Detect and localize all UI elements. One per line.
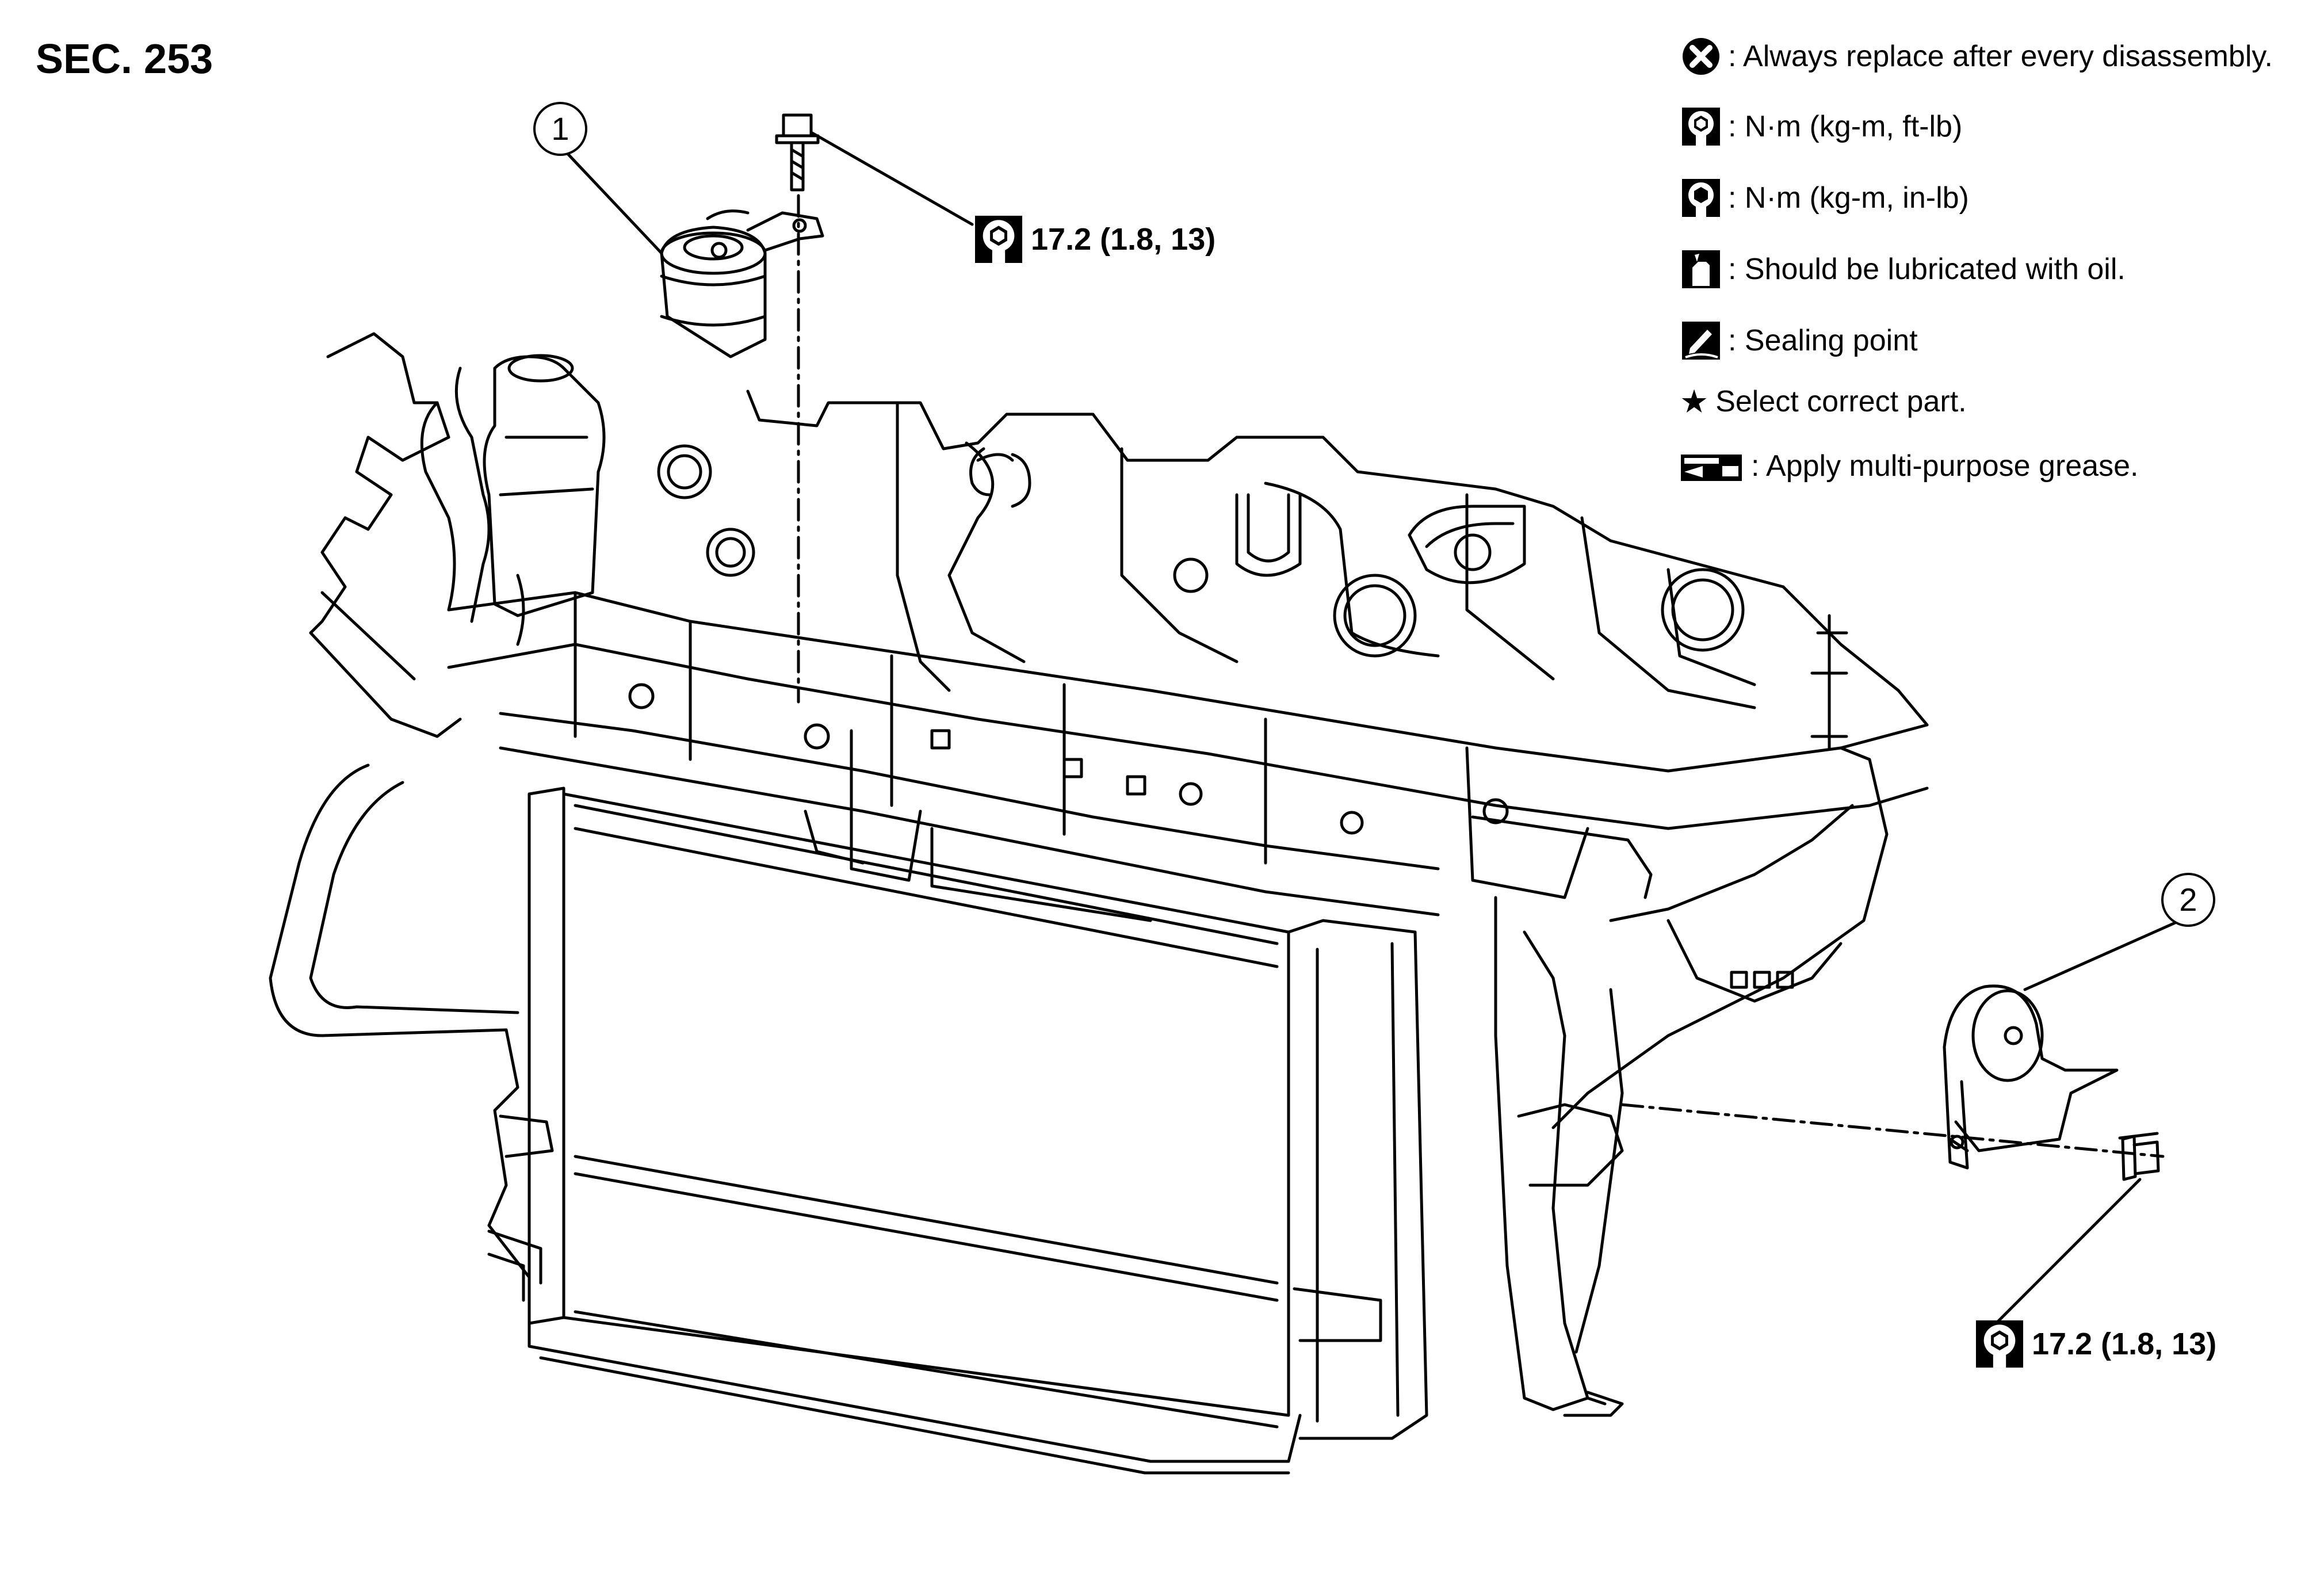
- callout-2: 2: [2161, 873, 2215, 927]
- torque-wrench-icon: [974, 215, 1023, 264]
- engine-block: [657, 390, 1785, 709]
- upper-cross-member: [447, 591, 1929, 922]
- star-icon: ★: [1680, 383, 1709, 419]
- leader-line-lower-torque: [1994, 1178, 2142, 1325]
- right-side-member: [1494, 585, 1929, 1417]
- callout-1: 1: [533, 102, 587, 156]
- torque-wrench-dark-icon: [1682, 179, 1720, 217]
- sealing-pen-icon: [1682, 322, 1720, 360]
- section-title: SEC. 253: [36, 36, 213, 82]
- torque-value-upper: 17.2 (1.8, 13): [1031, 222, 1216, 257]
- legend-item-grease: : Apply multi-purpose grease.: [1680, 443, 2138, 489]
- legend-item-select: ★ Select correct part.: [1680, 379, 1967, 425]
- legend-item-oil: : Should be lubricated with oil.: [1680, 246, 2126, 292]
- legend-text-select: Select correct part.: [1715, 385, 1967, 418]
- condenser: [269, 763, 1428, 1475]
- grease-icon: [1681, 455, 1742, 481]
- legend-text-grease: : Apply multi-purpose grease.: [1751, 449, 2139, 483]
- leader-line-1: [562, 148, 663, 255]
- coolant-reservoir: [483, 354, 606, 646]
- torque-value-lower: 17.2 (1.8, 13): [2032, 1327, 2217, 1361]
- legend-item-torque-inlb: : N·m (kg-m, in-lb): [1680, 175, 1969, 221]
- torque-spec-upper: 17.2 (1.8, 13): [972, 213, 1215, 266]
- torque-spec-lower: 17.2 (1.8, 13): [1973, 1318, 2216, 1370]
- legend-item-torque-ftlb: : N·m (kg-m, ft-lb): [1680, 104, 1962, 150]
- torque-wrench-icon: [1975, 1320, 2024, 1368]
- legend-text-sealing: : Sealing point: [1728, 324, 1918, 357]
- oil-can-icon: [1682, 250, 1720, 288]
- upper-bolt: [775, 113, 820, 192]
- legend-text-replace: : Always replace after every disassembly…: [1728, 40, 2273, 73]
- legend-text-torque-ftlb: : N·m (kg-m, ft-lb): [1728, 110, 1963, 143]
- legend-text-oil: : Should be lubricated with oil.: [1728, 253, 2126, 286]
- lower-bolt-axis: [1620, 1103, 2165, 1158]
- horn-2-part: [1943, 984, 2119, 1170]
- replace-x-icon: [1683, 38, 1719, 75]
- legend-text-torque-inlb: : N·m (kg-m, in-lb): [1728, 181, 1969, 215]
- legend-item-replace: : Always replace after every disassembly…: [1680, 33, 2273, 79]
- leader-line-upper-torque: [809, 131, 974, 226]
- left-hoses: [309, 332, 491, 738]
- leader-line-2: [2023, 919, 2182, 991]
- legend-item-sealing: : Sealing point: [1680, 318, 1918, 364]
- torque-wrench-icon: [1682, 108, 1720, 146]
